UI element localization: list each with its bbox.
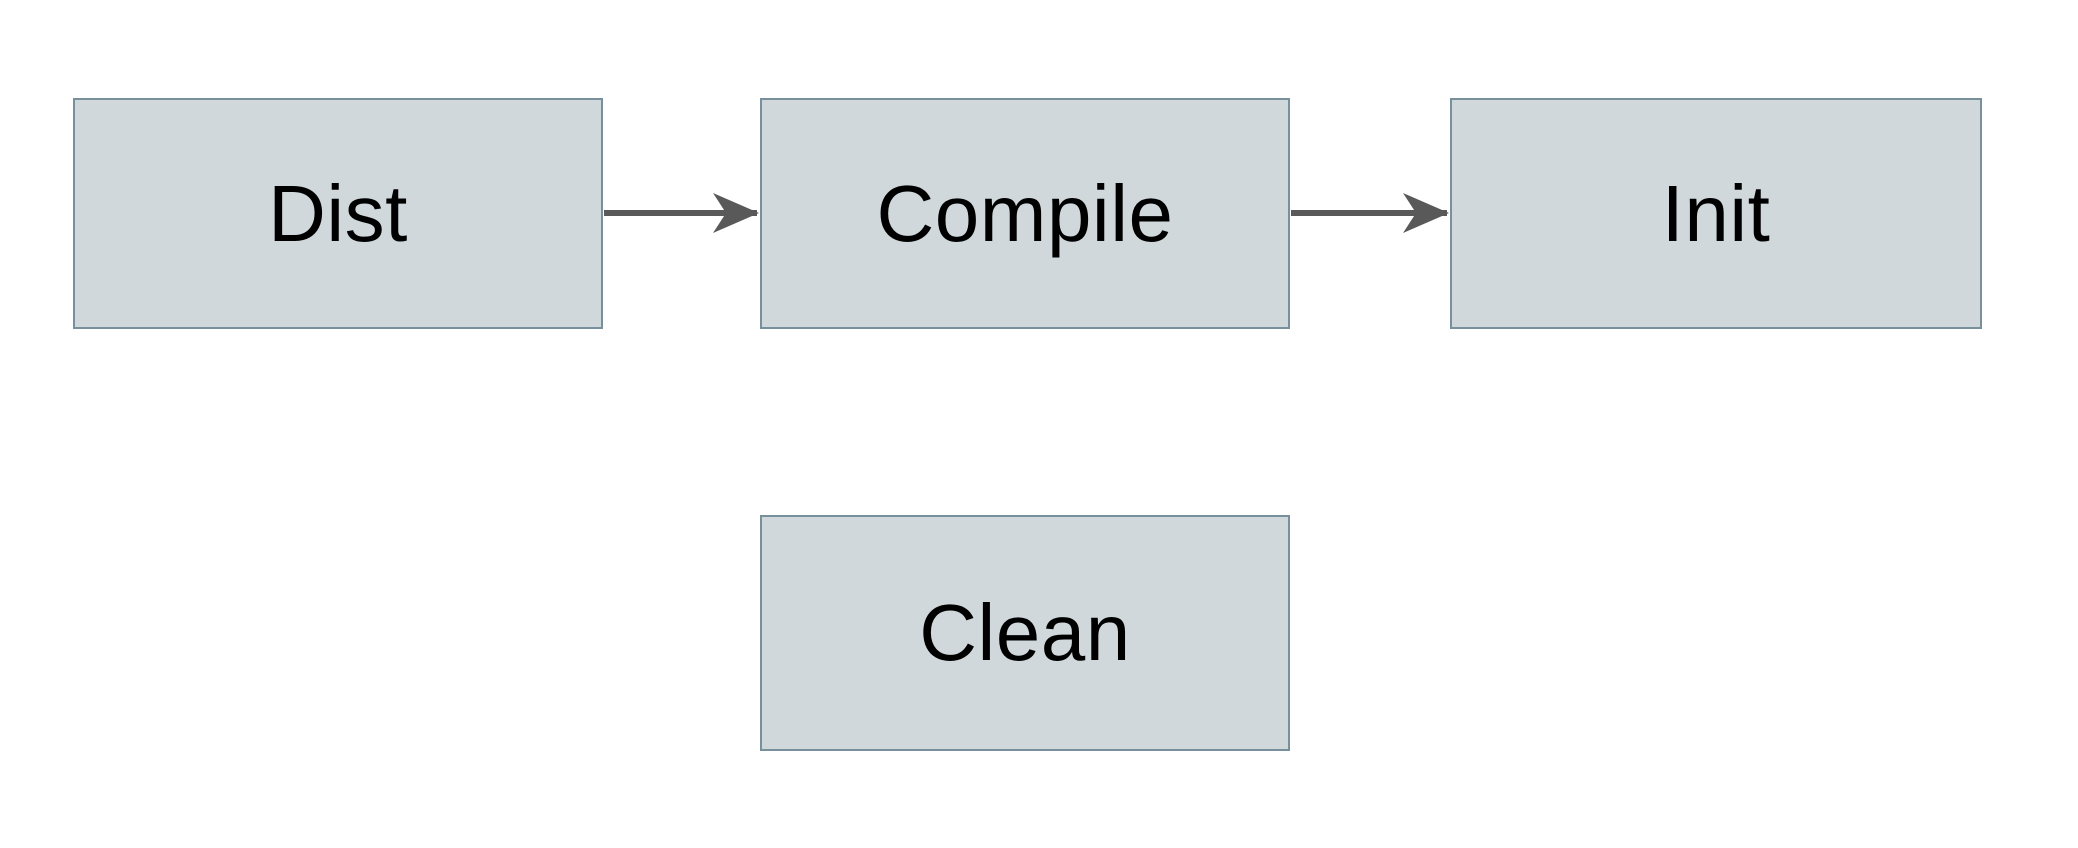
node-compile-label: Compile xyxy=(876,168,1174,258)
node-dist-label: Dist xyxy=(268,168,408,258)
node-compile[interactable]: Compile xyxy=(760,98,1290,329)
node-init-label: Init xyxy=(1661,168,1771,258)
node-init[interactable]: Init xyxy=(1450,98,1982,329)
node-dist[interactable]: Dist xyxy=(73,98,603,329)
node-clean[interactable]: Clean xyxy=(760,515,1290,751)
node-clean-label: Clean xyxy=(919,588,1131,677)
